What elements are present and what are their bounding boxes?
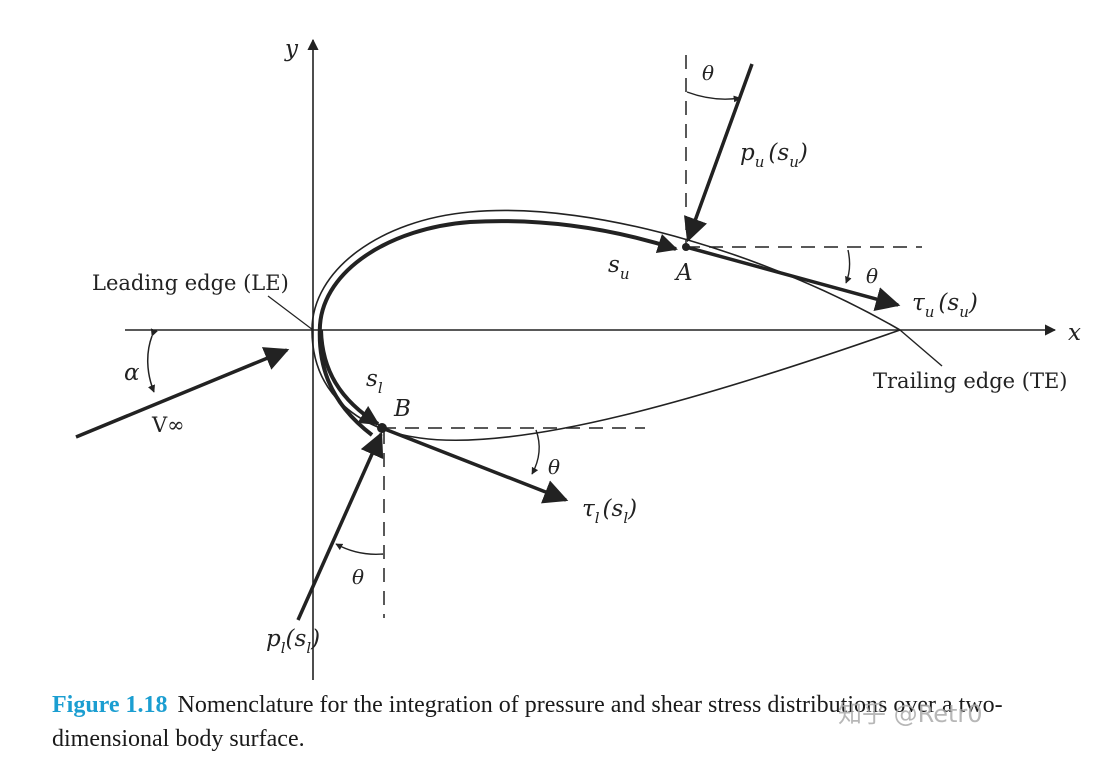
v-inf-label: V∞	[151, 413, 185, 437]
v-inf-sym: ∞	[167, 413, 185, 437]
su-arrow	[317, 219, 678, 437]
y-axis-label: y	[284, 36, 299, 62]
sl-label: sl	[366, 366, 383, 397]
point-b-label: B	[393, 396, 411, 422]
trailing-edge-label: Trailing edge (TE)	[873, 369, 1068, 393]
a-theta-arc-top	[686, 91, 741, 103]
su-label: su	[608, 252, 629, 283]
v-inf-v: V	[151, 413, 168, 437]
pl-arrow	[296, 431, 384, 621]
pl-label: pl(sl)	[266, 626, 320, 657]
tau-l-label: τl(sl)	[582, 496, 637, 527]
alpha-arc	[147, 328, 158, 393]
alpha-label: α	[124, 360, 140, 386]
tau-l-arrow	[381, 426, 569, 504]
tau-u-arrow	[685, 245, 901, 311]
pu-label: pu(su)	[740, 140, 808, 171]
point-a-label: A	[674, 260, 693, 286]
theta-a-top: θ	[702, 61, 714, 85]
sl-arrow	[319, 329, 380, 426]
b-theta-arc-bottom	[335, 543, 384, 555]
airfoil-nomenclature-diagram: x y Leading edge (LE) Trailing edge (TE)…	[75, 36, 1081, 680]
trailing-edge-tail	[899, 329, 943, 367]
caption-text: Nomenclature for the integration of pres…	[52, 692, 1003, 752]
theta-b-bottom: θ	[352, 565, 364, 589]
pu-arrow	[684, 63, 754, 243]
point-b-dot	[377, 423, 387, 433]
watermark: 知乎 @Retr0	[838, 700, 983, 728]
theta-a-right: θ	[866, 264, 878, 288]
tau-u-label: τu(su)	[912, 290, 978, 321]
leading-edge-pointer	[267, 295, 314, 331]
theta-b-right: θ	[548, 455, 560, 479]
a-theta-arc-right	[845, 249, 852, 284]
b-theta-arc-right	[531, 429, 540, 475]
figure-number: Figure 1.18	[52, 692, 168, 718]
leading-edge-label: Leading edge (LE)	[92, 271, 289, 295]
freestream-arrow	[75, 347, 290, 439]
point-a-dot	[682, 243, 690, 251]
x-axis-label: x	[1068, 320, 1081, 346]
